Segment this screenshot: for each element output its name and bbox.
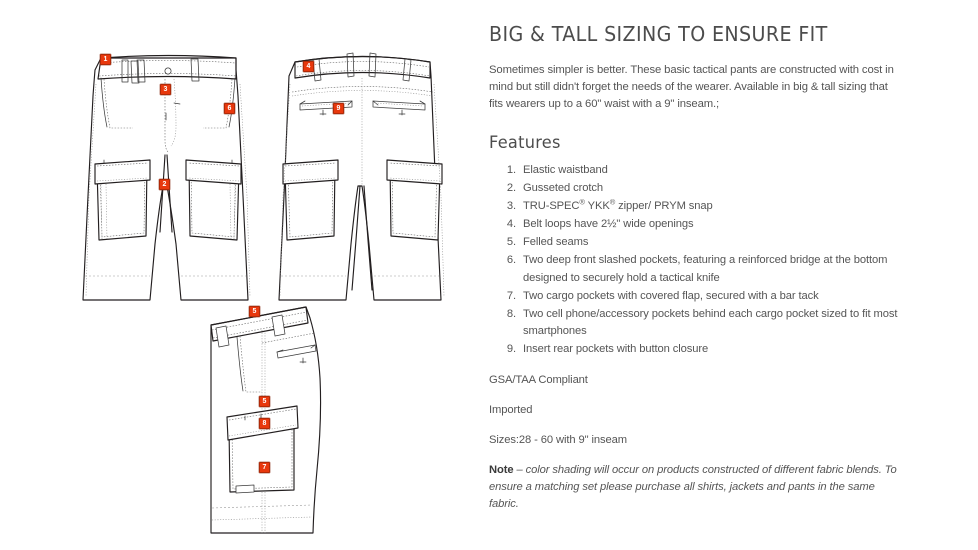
callout-marker-3[interactable]: 3 [160, 84, 171, 95]
feature-text-trademarked: TRU-SPEC® YKK® zipper/ PRYM snap [523, 197, 713, 213]
list-item: Felled seams [519, 234, 900, 251]
callout-marker-5-seam[interactable]: 5 [259, 396, 270, 407]
note-label: Note [489, 464, 514, 477]
callout-marker-5-top[interactable]: 5 [249, 306, 260, 317]
callout-marker-4[interactable]: 4 [303, 61, 314, 72]
list-item: Insert rear pockets with button closure [519, 341, 900, 358]
features-list: Elastic waistband Gusseted crotch TRU-SP… [489, 162, 900, 358]
technical-drawings-svg [82, 52, 445, 534]
page-title: BIG & TALL SIZING TO ENSURE FIT [489, 22, 828, 46]
callout-marker-2[interactable]: 2 [159, 179, 170, 190]
fabric-note: Note – color shading will occur on produ… [489, 462, 900, 513]
list-item: Two cargo pockets with covered flap, sec… [519, 288, 900, 305]
product-intro-paragraph: Sometimes simpler is better. These basic… [489, 64, 894, 110]
list-item: TRU-SPEC® YKK® zipper/ PRYM snap [519, 198, 900, 215]
origin-line: Imported [489, 404, 533, 417]
callout-marker-9[interactable]: 9 [333, 103, 344, 114]
callout-marker-6[interactable]: 6 [224, 103, 235, 114]
registered-mark-icon: ® [579, 197, 585, 207]
sizes-line: Sizes:28 - 60 with 9" inseam [489, 434, 627, 447]
features-heading: Features [489, 133, 561, 153]
compliance-line: GSA/TAA Compliant [489, 374, 588, 387]
technical-drawings-pane: 1 3 6 2 4 9 5 5 8 7 [82, 52, 445, 534]
registered-mark-icon: ® [609, 197, 616, 207]
list-item: Elastic waistband [519, 162, 900, 179]
list-item: Two cell phone/accessory pockets behind … [519, 306, 900, 340]
back-view-drawing [278, 52, 445, 301]
product-copy-pane: BIG & TALL SIZING TO ENSURE FIT Sometime… [489, 0, 978, 550]
list-item: Two deep front slashed pockets, featurin… [519, 252, 900, 286]
callout-marker-7[interactable]: 7 [259, 462, 270, 473]
callout-marker-1[interactable]: 1 [100, 54, 111, 65]
list-item: Gusseted crotch [519, 180, 900, 197]
note-body: – color shading will occur on products c… [489, 464, 897, 511]
list-item: Belt loops have 2½" wide openings [519, 216, 900, 233]
callout-marker-8[interactable]: 8 [259, 418, 270, 429]
